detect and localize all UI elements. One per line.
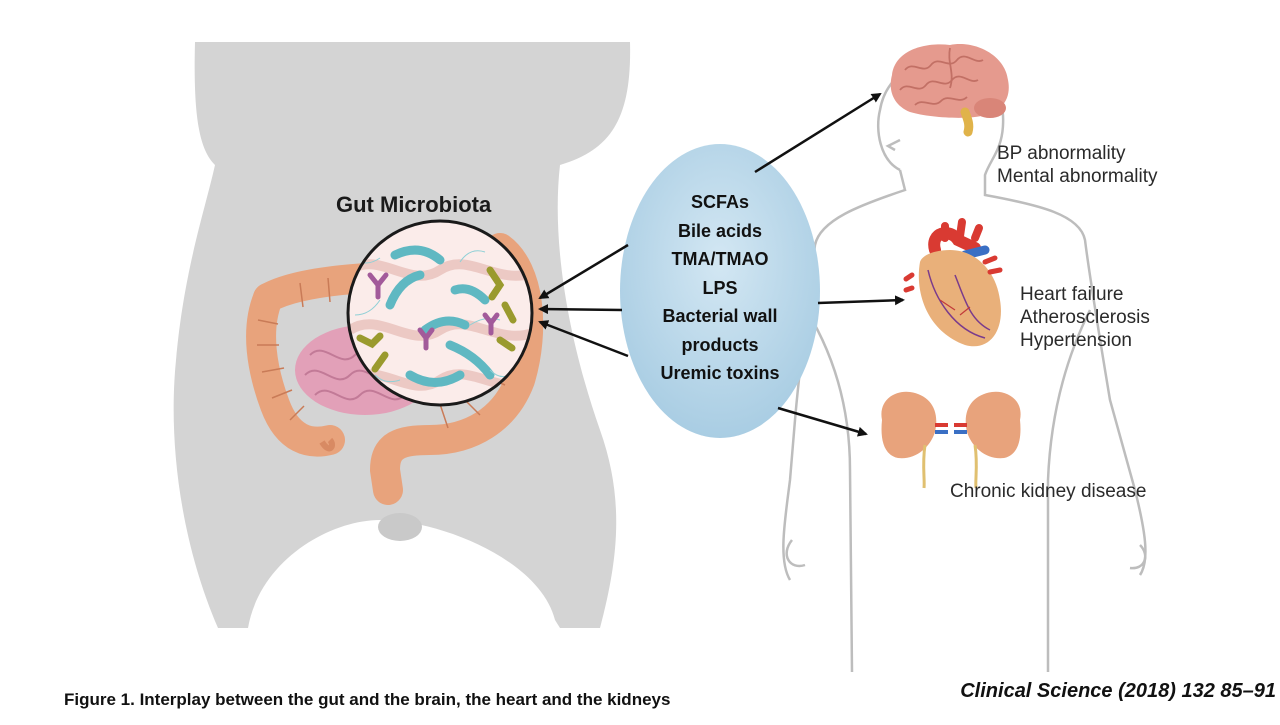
citation: Clinical Science (2018) 132 85–91 bbox=[960, 680, 1276, 702]
heart-effect-label: Atherosclerosis bbox=[1020, 307, 1150, 328]
brain-icon bbox=[890, 44, 1009, 137]
heart-effect-label: Heart failure bbox=[1020, 284, 1124, 305]
bacteria-rods bbox=[385, 245, 495, 387]
metabolite-list: SCFAs Bile acids TMA/TMAO LPS Bacterial … bbox=[620, 188, 820, 388]
heart-icon bbox=[903, 218, 1003, 347]
brain-effect-label: Mental abnormality bbox=[997, 166, 1158, 187]
metabolite-item: Bacterial wall bbox=[662, 306, 778, 326]
metabolite-item: TMA/TMAO bbox=[671, 249, 769, 269]
interaction-arrows bbox=[538, 92, 905, 437]
brain-effects: BP abnormality Mental abnormality bbox=[997, 142, 1158, 188]
metabolite-item: SCFAs bbox=[690, 192, 750, 212]
heart-effect-label: Hypertension bbox=[1020, 330, 1132, 351]
metabolite-item: LPS bbox=[702, 277, 738, 298]
kidney-effects: Chronic kidney disease bbox=[950, 480, 1146, 503]
bacteria-purple bbox=[367, 272, 500, 351]
bacteria-olive bbox=[356, 266, 517, 373]
metabolite-item: Bile acids bbox=[677, 220, 763, 241]
heart-effects: Heart failure Atherosclerosis Hypertensi… bbox=[1020, 283, 1150, 352]
gut-microbiota-title: Gut Microbiota bbox=[336, 192, 492, 217]
figure-caption: Figure 1. Interplay between the gut and … bbox=[64, 690, 671, 709]
metabolite-item: Uremic toxins bbox=[660, 363, 780, 383]
brain-effect-label: BP abnormality bbox=[997, 143, 1126, 164]
kidney-icon bbox=[881, 391, 1021, 489]
metabolite-item: products bbox=[681, 334, 759, 355]
kidney-effect-label: Chronic kidney disease bbox=[950, 481, 1147, 502]
metabolite-oval bbox=[620, 144, 820, 438]
